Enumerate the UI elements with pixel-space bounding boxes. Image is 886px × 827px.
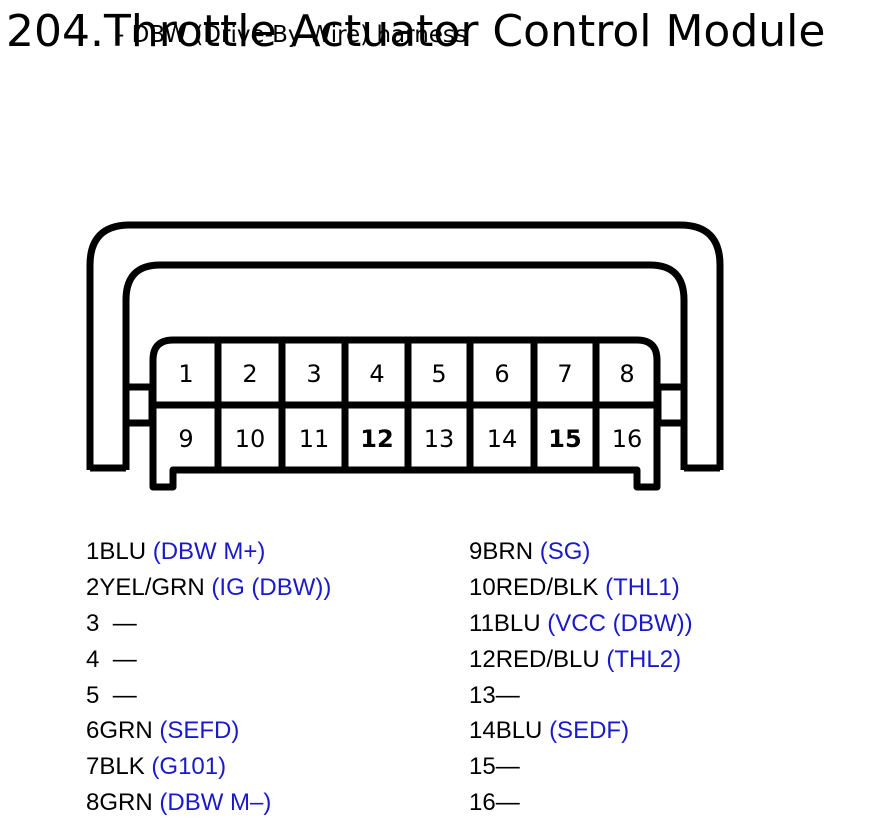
pin-number: 8: [86, 789, 100, 817]
signal-name: (G101): [151, 753, 227, 781]
wire-color: BLU: [495, 717, 543, 745]
signal-name: (DBW M+): [152, 538, 266, 565]
pin-number: 12: [469, 645, 496, 673]
wire-color: —: [495, 789, 520, 817]
wire-color: BLK: [99, 753, 145, 781]
pin-cell-7: 7: [557, 360, 572, 388]
pin-cell-10: 10: [235, 425, 266, 453]
pin-cell-11: 11: [299, 425, 330, 453]
pin-row-12: 12RED/BLU (THL2): [469, 642, 693, 678]
wire-color: —: [495, 753, 520, 781]
signal-name: (THL2): [606, 645, 682, 673]
pin-cell-13: 13: [424, 425, 455, 453]
connector-inner-shell: [122, 261, 688, 470]
pin-cell-3: 3: [306, 360, 321, 388]
pin-number: 9: [469, 538, 483, 565]
pin-number: 4: [86, 645, 100, 673]
pin-cell-2: 2: [242, 360, 257, 388]
pin-row-9: 9BRN (SG): [469, 534, 693, 570]
pin-number: 2: [86, 573, 100, 601]
pin-number: 16: [469, 789, 496, 817]
connector-outer-shell: [86, 221, 724, 470]
signal-name: (IG (DBW)): [211, 573, 332, 601]
pin-number: 1: [86, 538, 100, 565]
signal-name: (SEFD): [159, 717, 240, 745]
pin-row-4: 4 —: [86, 642, 331, 678]
wire-color: —: [99, 681, 137, 709]
wire-color: GRN: [99, 789, 153, 817]
pin-row-3: 3 —: [86, 606, 331, 642]
pin-number: 13: [469, 681, 496, 709]
wire-color: RED/BLU: [495, 645, 600, 673]
wire-color: —: [99, 609, 137, 637]
page-subtitle: - DBW (Drive-By-Wire) harness: [116, 22, 467, 48]
pin-row-10: 10RED/BLK (THL1): [469, 570, 693, 606]
pin-list-left: 1BLU (DBW M+)2YEL/GRN (IG (DBW))3 —4 —5 …: [86, 534, 331, 821]
pin-row-14: 14BLU (SEDF): [469, 713, 693, 749]
pin-cell-15: 15: [548, 425, 581, 453]
pin-row-15: 15—: [469, 749, 693, 785]
pin-row-16: 16—: [469, 785, 693, 821]
pin-cell-8: 8: [619, 360, 634, 388]
page-title: 204.Throttle Actuator Control Module: [6, 6, 826, 57]
pin-row-11: 11BLU (VCC (DBW)): [469, 606, 693, 642]
signal-name: (SEDF): [549, 717, 630, 745]
pin-row-7: 7BLK (G101): [86, 749, 331, 785]
pin-cell-6: 6: [494, 360, 509, 388]
wire-color: BLU: [99, 538, 147, 565]
wire-color: BRN: [482, 538, 534, 565]
pin-number: 3: [86, 609, 100, 637]
pin-cell-16: 16: [612, 425, 643, 453]
pin-row-2: 2YEL/GRN (IG (DBW)): [86, 570, 331, 606]
pin-row-6: 6GRN (SEFD): [86, 713, 331, 749]
wire-color: RED/BLK: [495, 573, 599, 601]
signal-name: (VCC (DBW)): [547, 609, 693, 637]
pin-row-8: 8GRN (DBW M–): [86, 785, 331, 821]
pin-cell-12: 12: [360, 425, 393, 453]
pin-cell-14: 14: [487, 425, 518, 453]
wire-color: YEL/GRN: [99, 573, 205, 601]
pin-cell-1: 1: [178, 360, 193, 388]
pin-block: [149, 336, 661, 491]
wire-color: —: [99, 645, 137, 673]
pin-cell-9: 9: [178, 425, 193, 453]
pin-cell-4: 4: [369, 360, 384, 388]
right-latch: [654, 383, 688, 427]
signal-name: (THL1): [605, 573, 680, 601]
pin-number: 15: [469, 753, 496, 781]
pin-number: 7: [86, 753, 100, 781]
pin-row-5: 5 —: [86, 678, 331, 714]
signal-name: (SG): [539, 538, 591, 565]
signal-name: (DBW M–): [159, 789, 272, 817]
pin-cell-5: 5: [431, 360, 446, 388]
pin-number: 14: [469, 717, 496, 745]
wire-color: BLU: [493, 609, 541, 637]
pin-number: 6: [86, 717, 100, 745]
wire-color: GRN: [99, 717, 153, 745]
pin-number: 10: [469, 573, 496, 601]
pin-number: 11: [469, 609, 494, 637]
wire-color: —: [495, 681, 520, 709]
pin-row-13: 13—: [469, 678, 693, 714]
pin-row-1: 1BLU (DBW M+): [86, 534, 331, 570]
left-latch: [122, 383, 156, 427]
pin-number: 5: [86, 681, 100, 709]
pin-list-right: 9BRN (SG)10RED/BLK (THL1)11BLU (VCC (DBW…: [469, 534, 693, 821]
